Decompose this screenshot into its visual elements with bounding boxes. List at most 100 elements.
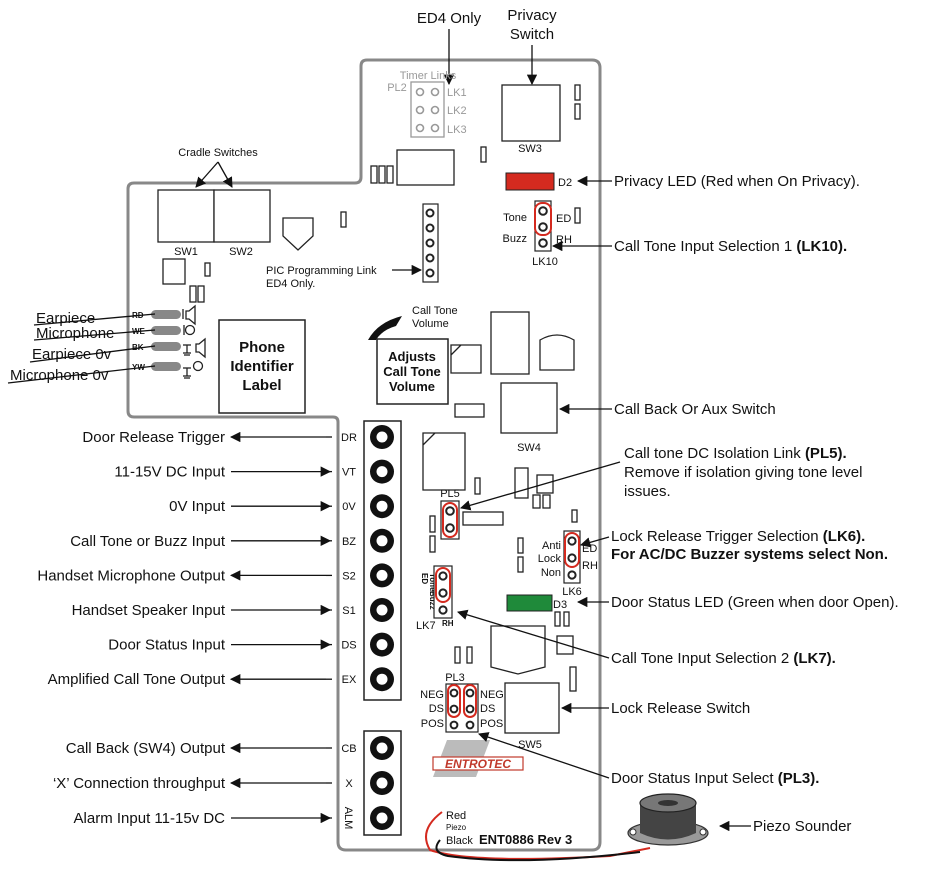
pl3-ds-right: DS: [480, 703, 495, 715]
pl5-callout-line-2: Remove if isolation giving tone level: [624, 464, 862, 481]
pl5-callout-bold: (PL5).: [805, 445, 847, 462]
pl3-neg-right: NEG: [480, 689, 504, 701]
volume-pointer: [368, 316, 402, 340]
lk7-callout-text: Call Tone Input Selection 2: [611, 650, 793, 667]
pl3-ds-left: DS: [429, 703, 444, 715]
model-label: ENT0886 Rev 3: [479, 832, 572, 847]
lk7-label: LK7: [416, 620, 436, 632]
adjusts-label-2: Call Tone: [383, 364, 441, 379]
phone-label-line-1: Phone: [239, 339, 285, 356]
sw4-label: SW4: [517, 442, 541, 454]
wire-tag-bk: BK: [132, 343, 144, 352]
call-tone-volume-label-1: Call Tone: [412, 305, 458, 317]
lk6-non-label: Non: [541, 567, 561, 579]
sw2-switch: [213, 189, 271, 243]
piezo-sounder: [627, 793, 709, 846]
lk10-callout-bold: (LK10).: [796, 238, 847, 255]
lk10-tone-label: Tone: [503, 212, 527, 224]
d2-label: D2: [558, 177, 572, 189]
sw1-label: SW1: [174, 246, 198, 258]
cradle-switches-label: Cradle Switches: [178, 147, 258, 159]
terminal-screw-hole-dr: [376, 431, 388, 443]
adjusts-label-1: Adjusts: [388, 349, 436, 364]
pl3-pos-left: POS: [421, 718, 444, 730]
piezo-black-label: Black: [446, 835, 473, 847]
terminal-screw-hole-ds: [376, 639, 388, 651]
piezo-sounder-label: Piezo Sounder: [753, 818, 851, 835]
pl5-callout-line-3: issues.: [624, 483, 671, 500]
lk1-label: LK1: [447, 87, 467, 99]
privacy-switch-label-1: Privacy: [507, 7, 557, 24]
cradle-arrow-1: [195, 161, 219, 188]
terminal-label-ex: Amplified Call Tone Output: [48, 671, 226, 688]
pl3-callout-text: Door Status Input Select: [611, 770, 778, 787]
lk6-callout-text: Lock Release Trigger Selection: [611, 528, 823, 545]
terminal-label-vt: 11-15V DC Input: [114, 464, 225, 481]
lk6-arrow: [580, 536, 610, 548]
sw4-switch: [500, 382, 558, 434]
terminal-label-bz: Call Tone or Buzz Input: [70, 533, 226, 550]
pl3-arrow: [478, 732, 610, 779]
lk7-buzz-label: Buzz: [428, 591, 437, 610]
lk6-anti-label: Anti: [542, 540, 561, 552]
terminal-label-cb: Call Back (SW4) Output: [66, 740, 226, 757]
door-status-led: [506, 594, 553, 612]
piezo-small-label: Piezo: [446, 823, 467, 832]
terminal-code-ds: DS: [341, 640, 356, 652]
pl3-jumper-right: [463, 684, 477, 718]
terminal-screw-hole-ex: [376, 673, 388, 685]
pl3-callout: Door Status Input Select (PL3).: [611, 770, 819, 787]
call-back-callout: Call Back Or Aux Switch: [614, 401, 776, 418]
sw5-label: SW5: [518, 739, 542, 751]
pl5-callout: Call tone DC Isolation Link (PL5).: [624, 445, 847, 462]
pl5-callout-text: Call tone DC Isolation Link: [624, 445, 805, 462]
lk2-label: LK2: [447, 105, 467, 117]
terminal-screw-hole-0v: [376, 500, 388, 512]
earpiece-0v-label: Earpiece 0v: [32, 346, 112, 363]
terminal-code-0v: 0V: [342, 501, 356, 513]
pl2-pins: [415, 87, 440, 133]
pl5-arrow: [460, 461, 621, 511]
terminal-screw-hole-cb: [376, 742, 388, 754]
logo-text: ENTROTEC: [445, 757, 511, 771]
privacy-led: [505, 172, 555, 191]
terminal-code-dr: DR: [341, 432, 357, 444]
piezo-red-label: Red: [446, 810, 466, 822]
call-tone-volume-label-2: Volume: [412, 318, 449, 330]
terminal-code-s2: S2: [342, 570, 355, 582]
phone-label-line-3: Label: [242, 377, 281, 394]
pl5-label: PL5: [440, 488, 460, 500]
sw3-switch: [501, 84, 561, 142]
terminal-code-alm: ALM: [342, 807, 354, 830]
lk6-ed-label: ED: [582, 543, 597, 555]
lk10-rh-label: RH: [556, 234, 572, 246]
phone-label-line-2: Identifier: [230, 358, 294, 375]
pl3-pins: [449, 688, 475, 730]
terminal-code-vt: VT: [342, 467, 356, 479]
sw2-label: SW2: [229, 246, 253, 258]
earpiece-label: Earpiece: [36, 310, 95, 327]
pl3-neg-left: NEG: [420, 689, 444, 701]
lk6-lock-label: Lock: [538, 553, 562, 565]
terminal-screw-hole-vt: [376, 466, 388, 478]
aux-terminal-screws: [370, 736, 394, 830]
privacy-switch-label-2: Switch: [510, 26, 554, 43]
privacy-led-callout: Privacy LED (Red when On Privacy).: [614, 173, 860, 190]
adjusts-label-3: Volume: [389, 379, 435, 394]
terminal-label-ds: Door Status Input: [108, 637, 226, 654]
terminal-label-s2: Handset Microphone Output: [37, 567, 225, 584]
sw3-label: SW3: [518, 143, 542, 155]
sw1-switch: [157, 189, 215, 243]
lk6-jumper: [564, 532, 580, 568]
microphone-label: Microphone: [36, 325, 114, 342]
lk7-tone-label: Tone: [428, 573, 437, 592]
lk7-callout-bold: (LK7).: [793, 650, 836, 667]
phone-identifier-box: [218, 319, 306, 414]
lk7-arrow: [457, 609, 610, 659]
lk7-ed-label: ED: [420, 573, 429, 584]
lk7-jumper: [435, 567, 451, 603]
lk6-rh-label: RH: [582, 560, 598, 572]
volume-pot[interactable]: [376, 338, 449, 405]
lk6-callout: Lock Release Trigger Selection (LK6).: [611, 528, 865, 545]
